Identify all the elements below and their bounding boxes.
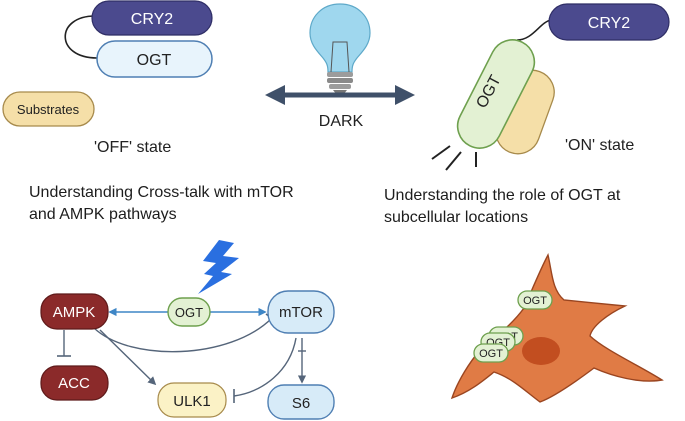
off-ogt-label: OGT [137, 52, 172, 69]
ulk1-label: ULK1 [173, 393, 211, 410]
off-state-group: CRY2 OGT Substrates 'OFF' state [2, 0, 213, 156]
on-state-label: 'ON' state [565, 137, 634, 154]
mtor-node: mTOR [267, 290, 335, 334]
right-caption-line2: subcellular locations [384, 209, 529, 226]
cell-ogt-tag-4: OGT [473, 343, 509, 363]
left-caption-line2: and AMPK pathways [29, 206, 177, 223]
off-ogt-pill: OGT [96, 40, 213, 78]
s6-node: S6 [267, 384, 335, 420]
nucleus [522, 337, 560, 365]
s6-label: S6 [292, 395, 310, 412]
off-cry2-label: CRY2 [131, 11, 173, 28]
ampk-to-ulk1-arrow [99, 329, 157, 386]
cell-body [450, 253, 664, 403]
cell-ogt-tag-3: OGT [480, 332, 516, 352]
left-caption-line1: Understanding Cross-talk with mTOR [29, 184, 294, 201]
acc-label: ACC [58, 375, 90, 392]
on-cry2-pill: CRY2 [548, 3, 670, 41]
switch-group: DARK [265, 3, 415, 130]
cell-illustration: OGT OGT OGT OGT [450, 253, 664, 403]
mtor-inhibits-ulk1 [233, 337, 297, 397]
cell-ogt-tag-1: OGT [517, 290, 553, 310]
ulk1-node: ULK1 [157, 382, 227, 418]
mtor-label: mTOR [279, 304, 323, 321]
off-state-label: 'OFF' state [94, 139, 171, 156]
cell-ogt-label-1: OGT [523, 295, 547, 307]
on-ogt-pill [456, 39, 536, 149]
dark-label: DARK [319, 113, 364, 130]
on-linker [516, 19, 552, 41]
acc-node: ACC [40, 365, 109, 401]
left-caption: Understanding Cross-talk with mTOR and A… [29, 182, 294, 226]
right-caption: Understanding the role of OGT at subcell… [384, 185, 620, 229]
cell-ogt-label-4: OGT [479, 348, 503, 360]
on-state-group: CRY2 OGT 'ON' state [431, 3, 670, 171]
on-cry2-label: CRY2 [588, 15, 630, 32]
ampk-node: AMPK [40, 293, 109, 330]
lightning-icon [198, 240, 239, 294]
pathway-diagram: AMPK OGT mTOR ACC ULK1 S6 [40, 240, 335, 420]
ogt-node: OGT [167, 297, 211, 327]
lightbulb-icon [309, 3, 371, 95]
off-cry2-pill: CRY2 [91, 0, 213, 36]
ampk-label: AMPK [53, 304, 96, 321]
right-caption-line1: Understanding the role of OGT at [384, 187, 621, 204]
activity-lines [431, 145, 477, 171]
ogt-node-label: OGT [175, 305, 203, 320]
off-linker [64, 15, 98, 59]
substrates-pill: Substrates [2, 91, 95, 127]
substrates-label: Substrates [17, 102, 80, 117]
